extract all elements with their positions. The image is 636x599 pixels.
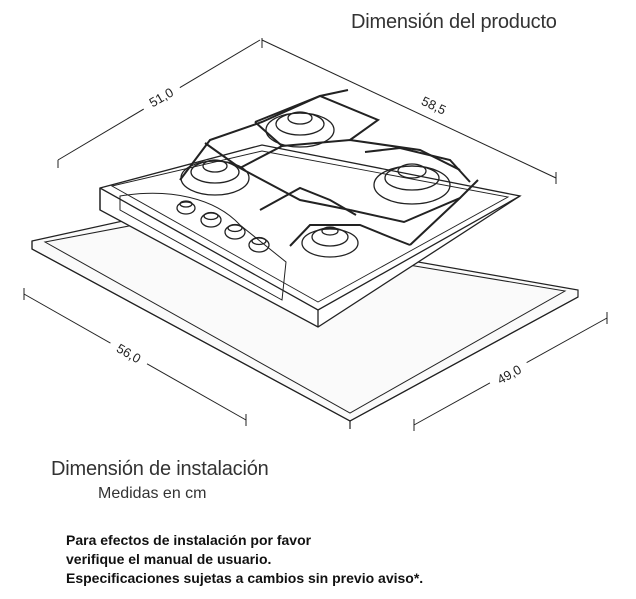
note-line: Especificaciones sujetas a cambios sin p… xyxy=(66,570,424,586)
control-panel xyxy=(119,192,287,301)
installation-dimension-title: Dimensión de instalación xyxy=(51,458,269,480)
burner-back-right-icon xyxy=(265,111,335,148)
note-line: verifique el manual de usuario. xyxy=(66,551,272,567)
knob-icon xyxy=(176,201,196,215)
installation-notes: Para efectos de instalación por favor ve… xyxy=(66,531,423,588)
burner-front-left-icon xyxy=(301,226,359,258)
cooktop-dimension-diagram: 51,0 58,5 56,0 49,0 xyxy=(23,38,608,431)
note-line: Para efectos de instalación por favor xyxy=(66,532,312,548)
control-knobs xyxy=(176,200,270,253)
product-dimension-title: Dimensión del producto xyxy=(351,11,557,33)
pan-grates xyxy=(179,89,479,247)
units-subtitle: Medidas en cm xyxy=(98,485,207,502)
cooktop xyxy=(99,89,522,328)
burner-front-right-icon xyxy=(373,163,451,205)
